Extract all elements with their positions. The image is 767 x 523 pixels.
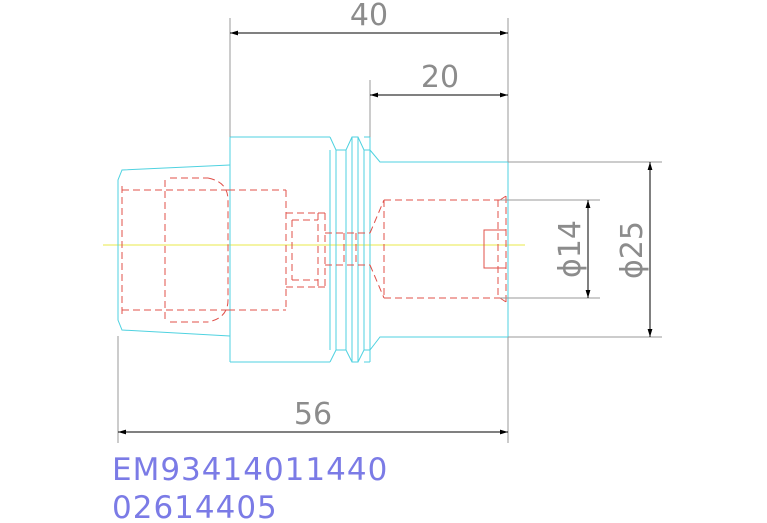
dimension-56-label: 56 [294,397,332,432]
part-code-line2: 02614405 [112,490,278,523]
part-code-line1: EM93414011440 [112,452,388,488]
dimension-dia14-label: ϕ14 [553,220,588,278]
dimension-dia25-label: ϕ25 [615,221,650,279]
dimension-dia14: ϕ14 [500,199,600,299]
part-outline [117,136,509,363]
dimension-56: 56 [117,336,509,443]
dimension-40: 40 [229,0,509,162]
dimension-20-label: 20 [421,60,459,95]
internal-hidden-lines [121,177,507,323]
dimension-dia25: ϕ25 [508,161,662,338]
dimension-40-label: 40 [350,0,388,33]
dimension-20: 20 [369,60,508,137]
